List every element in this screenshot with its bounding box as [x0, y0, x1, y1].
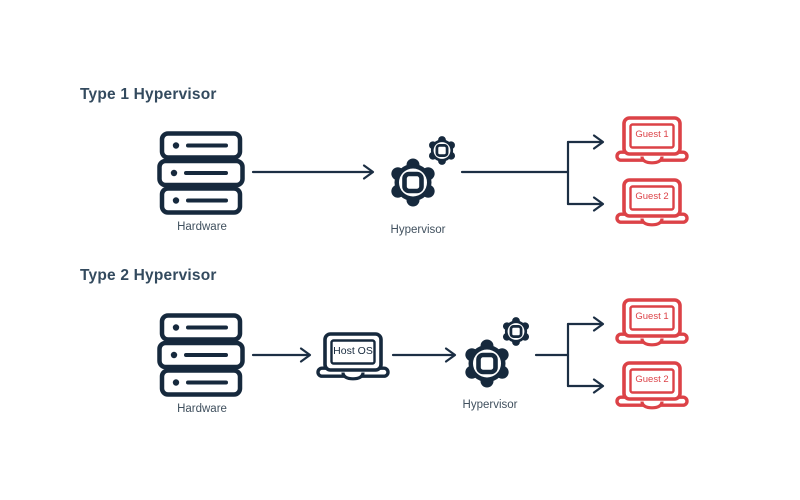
server-stack-icon [157, 313, 245, 397]
host-os-label: Host OS [333, 344, 373, 357]
arrowhead-icon [592, 134, 605, 150]
hypervisor-gears-icon [389, 136, 459, 208]
guest1-laptop: Guest 1 [615, 116, 689, 165]
type1-section-title: Type 1 Hypervisor [80, 86, 217, 103]
laptop-icon [615, 178, 689, 227]
type2-section-title: Type 2 Hypervisor [80, 267, 217, 284]
guest2-laptop: Guest 2 [615, 178, 689, 227]
hardware-label: Hardware [177, 403, 227, 415]
arrowhead-icon [362, 164, 375, 180]
laptop-icon [316, 332, 390, 381]
arrowhead-icon [299, 347, 312, 363]
arrowhead-icon [444, 347, 457, 363]
host-os-laptop: Host OS [316, 332, 390, 381]
hardware-label: Hardware [177, 221, 227, 233]
guest1-laptop: Guest 1 [615, 298, 689, 347]
arrowhead-icon [592, 378, 605, 394]
guest-label: Guest 1 [635, 311, 669, 322]
arrowhead-icon [592, 196, 605, 212]
guest-label: Guest 1 [635, 129, 669, 140]
guest-label: Guest 2 [635, 374, 669, 385]
hypervisor-label: Hypervisor [390, 224, 446, 236]
guest-label: Guest 2 [635, 191, 669, 202]
laptop-icon [615, 361, 689, 410]
guest2-laptop: Guest 2 [615, 361, 689, 410]
server-stack-icon [157, 131, 245, 215]
type2-connector-arrows [251, 316, 605, 394]
hypervisor-label: Hypervisor [462, 399, 518, 411]
type1-connector-arrows [251, 134, 605, 212]
laptop-icon [615, 116, 689, 165]
arrowhead-icon [592, 316, 605, 332]
hypervisor-gears-icon [463, 317, 533, 389]
laptop-icon [615, 298, 689, 347]
